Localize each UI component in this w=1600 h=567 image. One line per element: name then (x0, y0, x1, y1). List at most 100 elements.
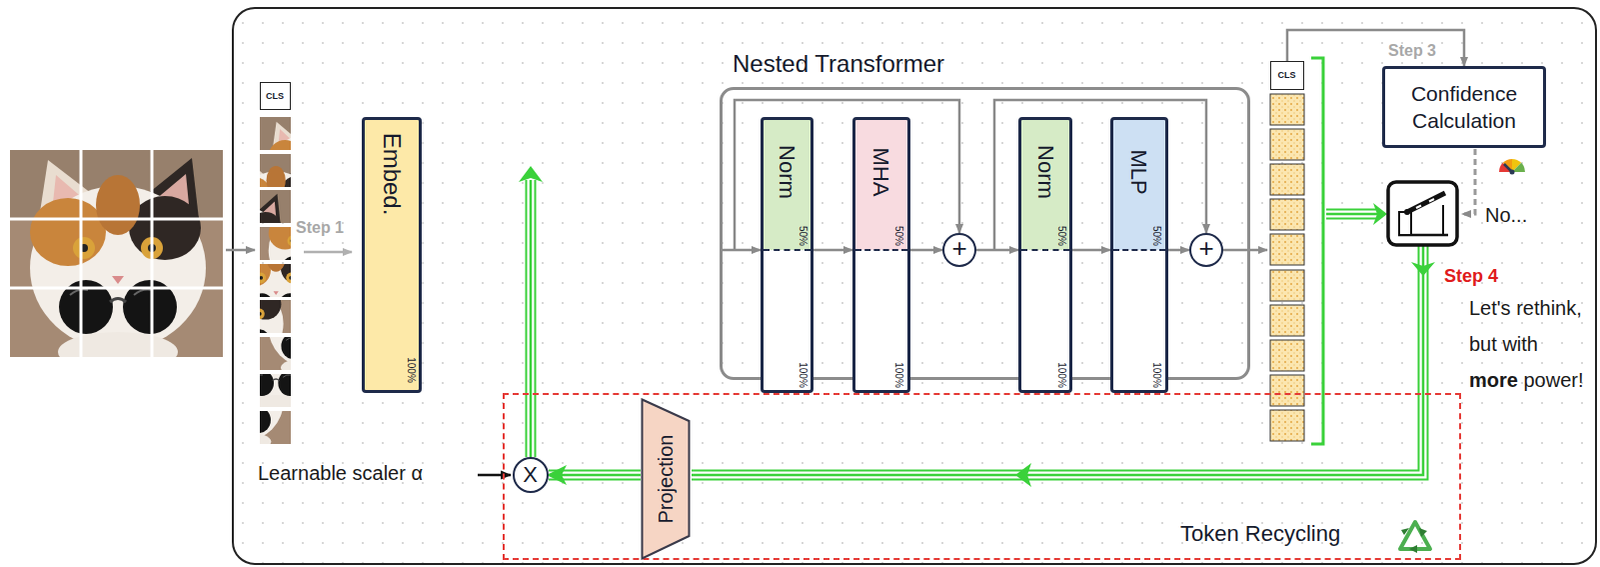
token (1270, 304, 1305, 336)
gate-icon (1388, 181, 1458, 245)
arrowhead (1373, 202, 1388, 225)
token (1270, 409, 1305, 441)
patch (259, 410, 291, 444)
connector-line (548, 469, 641, 481)
gauge-icon (1499, 158, 1526, 175)
trapezoid-outline (642, 399, 690, 559)
box-label: 50% (1055, 225, 1068, 246)
connector (813, 249, 853, 251)
multiply-circle: X (512, 456, 549, 493)
connector-line (1168, 248, 1190, 252)
box-label: Token Recycling (1180, 520, 1341, 546)
token (1270, 198, 1305, 230)
token-box: CLS (259, 81, 291, 110)
recycle-icon (1400, 521, 1431, 553)
patch (259, 226, 291, 260)
connector (910, 249, 943, 251)
dashed-region: Token Recycling Projection X (502, 392, 1462, 560)
input-arrow (225, 248, 255, 252)
outer-panel (232, 7, 1597, 564)
token (1270, 163, 1305, 195)
connector (548, 474, 641, 476)
projection-trapezoid: Projection (640, 397, 691, 560)
split-line (763, 248, 811, 251)
connector-line (1072, 248, 1111, 252)
annotation: Step 1 (295, 218, 344, 237)
cat-photo (9, 149, 223, 372)
box-label: + (1198, 233, 1214, 264)
annotation: No... (1485, 203, 1528, 227)
connector-line (548, 473, 641, 477)
token (1270, 93, 1305, 125)
box-label: 50% (892, 225, 905, 246)
box-label: 100% (1150, 361, 1163, 388)
connector (1168, 249, 1190, 251)
cat-image (9, 149, 223, 372)
add-circle: + (1189, 232, 1224, 267)
annotation: Step 4 (1444, 265, 1499, 287)
box-label: CLS (1278, 69, 1297, 80)
scaler-arrow (477, 473, 511, 477)
annotation: Learnable scaler α (257, 461, 423, 485)
box-label: Norm (1032, 144, 1058, 199)
patch (259, 263, 291, 297)
token (1270, 128, 1305, 160)
output-line (1223, 248, 1268, 252)
token (1270, 339, 1305, 371)
box-label: Confidence Calculation (1389, 79, 1540, 135)
split-line (855, 248, 908, 251)
annotation: Let's rethink, but with more power! (1469, 289, 1585, 398)
connector-line (910, 248, 943, 252)
connector-line (548, 471, 641, 479)
embed-box: Embed. 100% (361, 116, 422, 393)
norm-box: Norm50%100% (1018, 116, 1073, 393)
patch (259, 299, 291, 333)
split-line (1113, 248, 1166, 251)
process-box: Confidence Calculation (1382, 65, 1547, 148)
split-line (1021, 248, 1070, 251)
dashed-arrow (1462, 148, 1476, 214)
add-circle: + (942, 232, 977, 267)
box-label: 50% (1150, 225, 1163, 246)
connector (1287, 29, 1465, 66)
arrowhead (1015, 462, 1032, 487)
patch (259, 336, 291, 370)
box-label: 100% (892, 361, 905, 388)
attention-box: MHA50%100% (852, 116, 911, 393)
patch-grid (9, 149, 223, 357)
connector (719, 249, 761, 251)
token-column (1270, 93, 1305, 441)
patch (259, 153, 291, 187)
patch (259, 373, 291, 407)
box-label: 100% (404, 356, 417, 383)
box-label: + (951, 233, 967, 264)
patch (259, 116, 291, 150)
step-arrow (303, 250, 352, 254)
connector-line (1287, 29, 1465, 66)
box-label: Projection (654, 434, 678, 524)
box-label: 100% (796, 361, 809, 388)
box-label: Embed. (377, 132, 406, 216)
token (1270, 269, 1305, 301)
transformer-group: Nested TransformerNorm50%100%MHA50%100%+… (719, 86, 1251, 380)
annotation: Step 3 (1388, 41, 1437, 60)
box-label: X (522, 461, 538, 487)
bracket (1311, 57, 1324, 444)
token-box: CLS (1270, 60, 1305, 90)
patch-column (197, 116, 353, 451)
connector-line (813, 248, 853, 252)
mlp-box: MLP 50% 100% (1110, 116, 1169, 393)
box-label: Norm (773, 144, 799, 199)
box-label: Nested Transformer (732, 49, 945, 78)
patch (259, 189, 291, 223)
connector-line (719, 248, 761, 252)
box-label: CLS (265, 89, 284, 100)
box-label: MLP (1125, 148, 1151, 194)
connector (976, 249, 1019, 251)
arrowhead (1411, 261, 1436, 276)
connector-line (976, 248, 1019, 252)
box-label: 50% (796, 225, 809, 246)
skip-connections (734, 99, 1268, 250)
norm-box: Norm 50% 100% (760, 116, 814, 393)
